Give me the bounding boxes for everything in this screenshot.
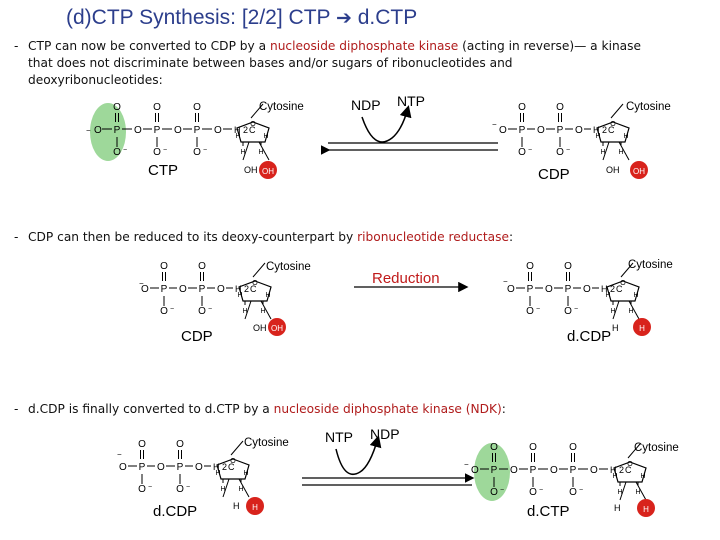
svg-text:O: O bbox=[174, 125, 182, 136]
svg-text:−: − bbox=[503, 277, 508, 286]
svg-text:2: 2 bbox=[619, 465, 624, 475]
svg-text:O: O bbox=[157, 462, 165, 473]
svg-text:H: H bbox=[610, 465, 617, 475]
svg-text:O: O bbox=[217, 284, 225, 295]
term-rnr: ribonucleotide reductase bbox=[357, 230, 509, 244]
svg-text:O: O bbox=[119, 462, 127, 473]
svg-text:O: O bbox=[575, 125, 583, 136]
term-ndk-2: nucleoside diphosphate kinase (NDK) bbox=[273, 402, 502, 416]
cdp-label-2: CDP bbox=[181, 328, 213, 345]
svg-text:O: O bbox=[545, 284, 553, 295]
curved-arrow-row3 bbox=[335, 435, 382, 476]
svg-text:O: O bbox=[550, 465, 558, 476]
svg-text:O: O bbox=[94, 125, 102, 136]
svg-text:O: O bbox=[134, 125, 142, 136]
right-arrow-icon: ➔ bbox=[336, 7, 352, 29]
dctp-label: d.CTP bbox=[527, 503, 570, 520]
svg-text:−: − bbox=[464, 460, 469, 469]
svg-text:−: − bbox=[86, 126, 91, 135]
svg-text:O: O bbox=[141, 284, 149, 295]
svg-text:O: O bbox=[590, 465, 598, 476]
h-badge-dcdp: H H bbox=[612, 318, 651, 336]
cytosine-label-cdp: Cytosine bbox=[626, 101, 671, 113]
h-badge-dctp: H H bbox=[614, 499, 655, 517]
svg-text:O: O bbox=[471, 465, 479, 476]
svg-text:O: O bbox=[214, 125, 222, 136]
paragraph-cdp-reduction: -CDP can then be reduced to its deoxy-co… bbox=[14, 230, 514, 244]
cytosine-label-cdp-2: Cytosine bbox=[266, 261, 311, 273]
svg-text:−: − bbox=[492, 120, 497, 129]
svg-text:H: H bbox=[601, 284, 608, 294]
svg-text:O: O bbox=[583, 284, 591, 295]
paragraph-dcdp-to-dctp: -d.CDP is finally converted to d.CTP by … bbox=[14, 402, 506, 416]
svg-text:H: H bbox=[593, 125, 600, 135]
cytosine-label-ctp: Cytosine bbox=[259, 101, 304, 113]
cdp-label: CDP bbox=[538, 166, 570, 183]
svg-text:C: C bbox=[228, 462, 235, 472]
row1-ndp-label: NDP bbox=[351, 97, 381, 113]
h-badge-dcdp-2: H H bbox=[233, 497, 264, 515]
cytosine-label-dctp: Cytosine bbox=[634, 442, 679, 454]
cytosine-label-dcdp-2: Cytosine bbox=[244, 437, 289, 449]
svg-text:−: − bbox=[139, 279, 144, 288]
page-title: (d)CTP Synthesis: [2/2] CTP ➔ d.CTP bbox=[66, 6, 418, 29]
svg-text:C: C bbox=[249, 125, 256, 135]
svg-text:H: H bbox=[235, 284, 242, 294]
ctp-label: CTP bbox=[148, 162, 178, 179]
svg-text:OH: OH bbox=[606, 165, 620, 175]
cytosine-label-dcdp: Cytosine bbox=[628, 259, 673, 271]
svg-text:O: O bbox=[510, 465, 518, 476]
svg-text:2: 2 bbox=[244, 284, 249, 294]
svg-text:2: 2 bbox=[222, 462, 227, 472]
svg-text:C: C bbox=[625, 465, 632, 475]
svg-text:H: H bbox=[614, 503, 621, 513]
paragraph-ctp-to-cdp: -CTP can now be converted to CDP by a nu… bbox=[14, 39, 642, 87]
svg-text:O: O bbox=[195, 462, 203, 473]
svg-text:C: C bbox=[608, 125, 615, 135]
svg-text:O: O bbox=[537, 125, 545, 136]
svg-text:O: O bbox=[507, 284, 515, 295]
svg-text:−: − bbox=[117, 450, 122, 459]
svg-text:H: H bbox=[612, 323, 619, 333]
svg-text:2: 2 bbox=[610, 284, 615, 294]
reduction-label: Reduction bbox=[372, 270, 440, 287]
svg-text:H: H bbox=[639, 324, 645, 333]
svg-text:C: C bbox=[250, 284, 257, 294]
svg-text:2: 2 bbox=[243, 125, 248, 135]
term-ndk: nucleoside diphosphate kinase bbox=[269, 39, 459, 53]
svg-text:OH: OH bbox=[253, 323, 267, 333]
svg-text:OH: OH bbox=[271, 324, 283, 333]
oh-badge-cdp: OH OH bbox=[606, 161, 648, 179]
row1-ntp-label: NTP bbox=[397, 93, 425, 109]
svg-text:H: H bbox=[233, 501, 240, 511]
oh-badge-cdp-2: OH OH bbox=[253, 318, 286, 336]
dcdp-label: d.CDP bbox=[567, 328, 612, 345]
svg-text:OH: OH bbox=[244, 165, 258, 175]
svg-text:H: H bbox=[252, 503, 258, 512]
dcdp-label-2: d.CDP bbox=[153, 503, 198, 520]
svg-text:H: H bbox=[643, 505, 649, 514]
curved-arrow-row1 bbox=[361, 105, 412, 143]
ctp-structure: − O O O O H2C bbox=[86, 101, 270, 161]
svg-text:H: H bbox=[213, 462, 220, 472]
row3-ntp-label: NTP bbox=[325, 429, 353, 445]
svg-text:C: C bbox=[616, 284, 623, 294]
svg-text:O: O bbox=[179, 284, 187, 295]
svg-text:2: 2 bbox=[602, 125, 607, 135]
oh-badge-ctp: OH OH bbox=[244, 161, 277, 179]
svg-text:O: O bbox=[499, 125, 507, 136]
svg-text:OH: OH bbox=[262, 167, 274, 176]
svg-text:OH: OH bbox=[633, 167, 645, 176]
